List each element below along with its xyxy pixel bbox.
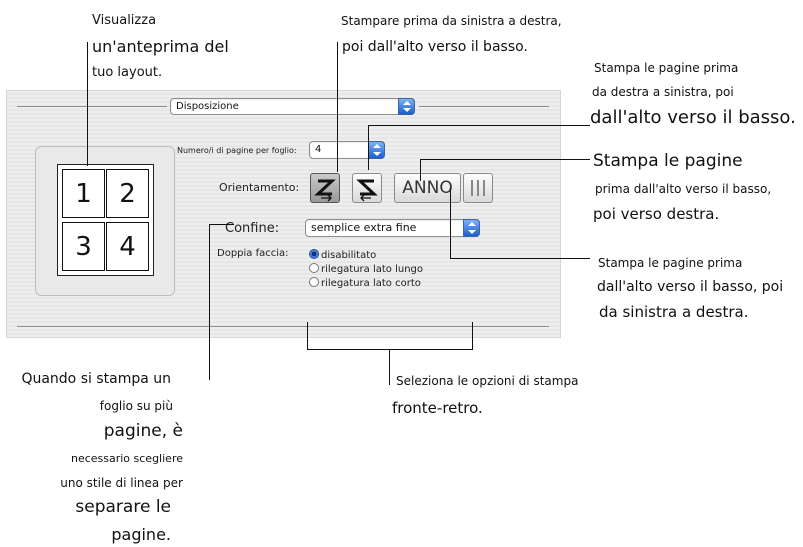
orient-rl-button[interactable]	[352, 173, 382, 203]
callout-border-5: uno stile di linea per	[60, 476, 183, 490]
leader-tbl-h	[450, 258, 590, 259]
pages-per-sheet-popup[interactable]: 4	[309, 141, 385, 159]
pages-per-sheet-value: 4	[315, 144, 322, 155]
disposizione-popup[interactable]: Disposizione	[170, 98, 415, 115]
duplex-option-short[interactable]: rilegatura lato corto	[309, 276, 421, 290]
callout-lr-2: poi dall'alto verso il basso.	[342, 39, 528, 55]
layout-panel: Disposizione 1 2 3 4 Numero/i di pagine …	[6, 90, 561, 338]
callout-border-4: necessario scegliere	[70, 452, 183, 465]
bracket-left	[307, 322, 308, 350]
z-right-left-icon	[356, 179, 378, 202]
preview-cell-2: 2	[106, 169, 149, 218]
bottom-separator	[17, 326, 549, 327]
leader-tbl-v	[450, 188, 451, 258]
leader-duplex	[389, 349, 390, 385]
leader-rl-v	[368, 125, 369, 170]
duplex-option-disabled[interactable]: disabilitato	[309, 248, 376, 262]
leader-tb-h	[420, 159, 590, 160]
callout-duplex-2: fronte-retro.	[392, 399, 483, 417]
callout-rl-2: da destra a sinistra, poi	[592, 85, 734, 99]
layout-preview: 1 2 3 4	[35, 146, 175, 296]
anno-label: ANNO	[402, 178, 453, 198]
callout-tbl-3: da sinistra a destra.	[599, 303, 749, 321]
orient-tb-left-button[interactable]	[463, 173, 493, 203]
radio-on-icon	[309, 249, 319, 259]
duplex-label: Doppia faccia:	[217, 248, 289, 259]
orientation-label: Orientamento:	[219, 181, 300, 194]
callout-border-3: pagine, è	[103, 421, 183, 441]
callout-tb-2: prima dall'alto verso il basso,	[595, 182, 772, 196]
duplex-option-label: rilegatura lato corto	[321, 278, 421, 289]
popup-arrows-icon	[398, 98, 415, 115]
callout-tbl-2: dall'alto verso il basso, poi	[597, 279, 784, 295]
duplex-option-label: rilegatura lato lungo	[321, 264, 424, 275]
duplex-option-long[interactable]: rilegatura lato lungo	[309, 262, 423, 276]
popup-arrows-icon	[463, 219, 480, 237]
preview-sheet: 1 2 3 4	[57, 164, 154, 276]
callout-lr-1: Stampare prima da sinistra a destra,	[341, 14, 562, 28]
top-separator-right	[419, 106, 549, 107]
leader-preview	[87, 42, 88, 166]
callout-preview-2: un'anteprima del	[92, 37, 229, 56]
border-label: Confine:	[225, 221, 280, 236]
duplex-option-label: disabilitato	[321, 250, 377, 261]
radio-off-icon	[309, 277, 319, 287]
callout-border-6: separare le	[75, 497, 171, 517]
popup-arrows-icon	[368, 141, 385, 159]
n-top-bottom-icon	[471, 180, 485, 196]
top-separator-left	[17, 106, 167, 107]
orient-lr-button[interactable]	[310, 173, 340, 203]
orient-tb-right-button[interactable]: ANNO	[394, 173, 461, 203]
callout-tbl-1: Stampa le pagine prima	[598, 256, 743, 270]
leader-rl-h	[368, 125, 590, 126]
callout-border-1: Quando si stampa un	[21, 371, 171, 387]
callout-tb-3: poi verso destra.	[593, 205, 720, 223]
callout-border-2: foglio su più	[99, 399, 173, 413]
preview-cell-3: 3	[62, 222, 105, 271]
leader-border-h	[209, 224, 234, 225]
preview-cell-1: 1	[62, 169, 105, 218]
z-left-right-icon	[314, 179, 336, 202]
pages-per-sheet-label: Numero/i di pagine per foglio:	[177, 146, 297, 155]
radio-off-icon	[309, 263, 319, 273]
callout-border-7: pagine.	[111, 525, 171, 544]
leader-tb-v	[420, 159, 421, 181]
bracket-right	[472, 322, 473, 350]
bracket-bottom	[307, 349, 473, 350]
border-value: semplice extra fine	[311, 221, 417, 234]
preview-cell-4: 4	[106, 222, 149, 271]
callout-preview-3: tuo layout.	[92, 65, 163, 80]
callout-rl-1: Stampa le pagine prima	[594, 61, 739, 75]
border-popup[interactable]: semplice extra fine	[305, 219, 480, 237]
leader-border-v	[209, 224, 210, 380]
disposizione-popup-label: Disposizione	[176, 101, 239, 112]
callout-preview-1: Visualizza	[92, 13, 157, 28]
callout-tb-1: Stampa le pagine	[593, 151, 743, 171]
callout-duplex-1: Seleziona le opzioni di stampa	[396, 374, 579, 388]
callout-rl-3: dall'alto verso il basso.	[590, 107, 796, 128]
leader-lr	[337, 42, 338, 172]
